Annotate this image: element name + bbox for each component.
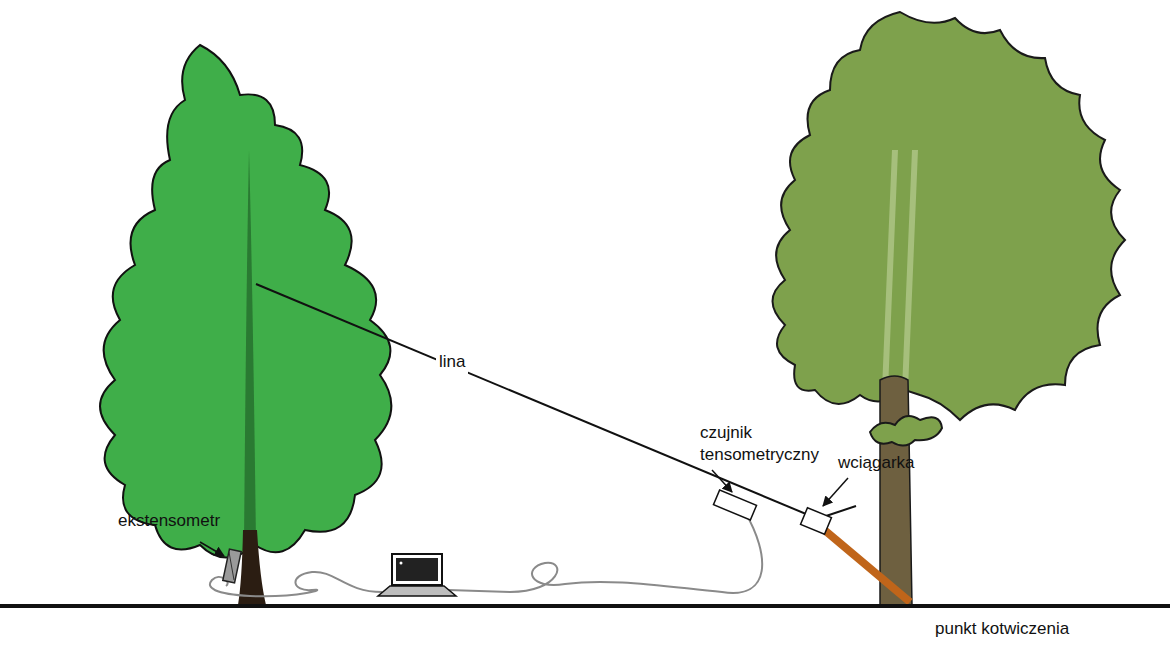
right-tree-crown (773, 12, 1126, 420)
laptop-base (378, 586, 456, 596)
winch (801, 508, 832, 535)
extensometer (223, 549, 241, 583)
laptop-screen (392, 554, 442, 585)
sensor-label: czujnik tensometryczny (700, 422, 825, 466)
extensometer-detail (229, 552, 234, 580)
anchor-strap (822, 528, 910, 602)
winch-label: wciągarka (838, 452, 915, 474)
left-tree-stem (244, 150, 256, 545)
left-tree-trunk (238, 530, 266, 605)
rope-label: lina (436, 350, 468, 374)
extensometer-label: ekstensometr (118, 510, 220, 532)
right-tree-branch (870, 416, 942, 446)
rope (256, 284, 818, 519)
cable (448, 512, 762, 593)
laptop-display (396, 558, 438, 581)
ground (0, 604, 1170, 608)
left-tree-crown (100, 45, 391, 558)
leader-arrow (200, 542, 224, 556)
laptop-dot (400, 562, 403, 565)
right-tree-stem (885, 150, 915, 390)
load-cell (713, 490, 756, 520)
right-tree-trunk (880, 376, 912, 605)
anchor-label: punkt kotwiczenia (935, 618, 1069, 640)
winch-handle (826, 506, 856, 516)
leader-arrow (823, 478, 848, 506)
leader-arrow (712, 470, 732, 492)
